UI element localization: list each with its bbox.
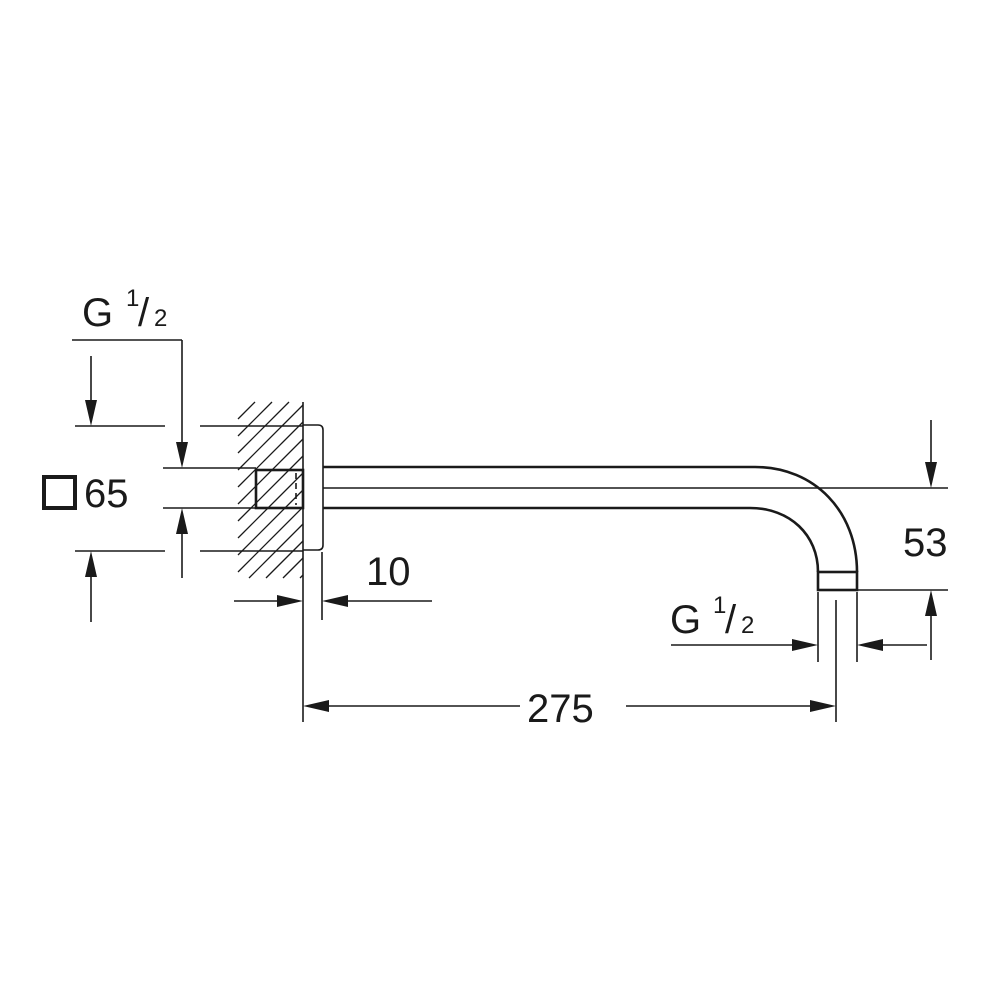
shower-arm bbox=[323, 465, 948, 592]
flange-size-label: 65 bbox=[84, 472, 129, 516]
wall-offset-dimension: 10 bbox=[234, 550, 432, 620]
hatch-line bbox=[237, 506, 304, 573]
outlet-thread-denominator: 2 bbox=[741, 612, 754, 639]
outlet-drop-label: 53 bbox=[903, 521, 948, 565]
outlet-thread-numerator: 1 bbox=[713, 592, 726, 619]
hatch-line bbox=[237, 489, 304, 556]
outlet-thread-separator: / bbox=[725, 598, 737, 642]
hatch-line bbox=[237, 438, 304, 505]
wall-flange bbox=[303, 424, 324, 551]
wall-offset-label: 10 bbox=[366, 550, 411, 594]
flange-size-dimension: 65 bbox=[42, 356, 303, 622]
hatch-line bbox=[237, 455, 304, 522]
outlet-thread-dimension: G 1 / 2 bbox=[670, 592, 927, 662]
square-outline-icon bbox=[42, 475, 77, 510]
outlet-drop-dimension: 53 bbox=[857, 420, 948, 660]
hatch-line bbox=[265, 540, 304, 579]
inlet-thread-dimension: G 1 / 2 bbox=[72, 285, 256, 578]
projection-length-label: 275 bbox=[527, 687, 594, 731]
outlet-thread-nipple bbox=[816, 570, 859, 592]
inlet-connector bbox=[254, 468, 305, 510]
hatch-line bbox=[237, 472, 304, 539]
inlet-thread-separator: / bbox=[138, 291, 150, 335]
hatch-line bbox=[237, 421, 304, 488]
wall-hatching bbox=[237, 401, 304, 579]
hatch-line bbox=[237, 404, 304, 471]
projection-dimension: 275 bbox=[302, 578, 837, 731]
inlet-thread-denominator: 2 bbox=[154, 305, 167, 332]
hatch-line bbox=[237, 401, 273, 437]
outlet-thread-prefix: G bbox=[670, 598, 701, 642]
hatch-line bbox=[299, 574, 304, 579]
hatch-line bbox=[237, 401, 256, 420]
hatch-line bbox=[282, 557, 304, 579]
hatch-line bbox=[237, 401, 290, 454]
inlet-thread-prefix: G bbox=[82, 291, 113, 335]
inlet-thread-numerator: 1 bbox=[126, 285, 139, 312]
